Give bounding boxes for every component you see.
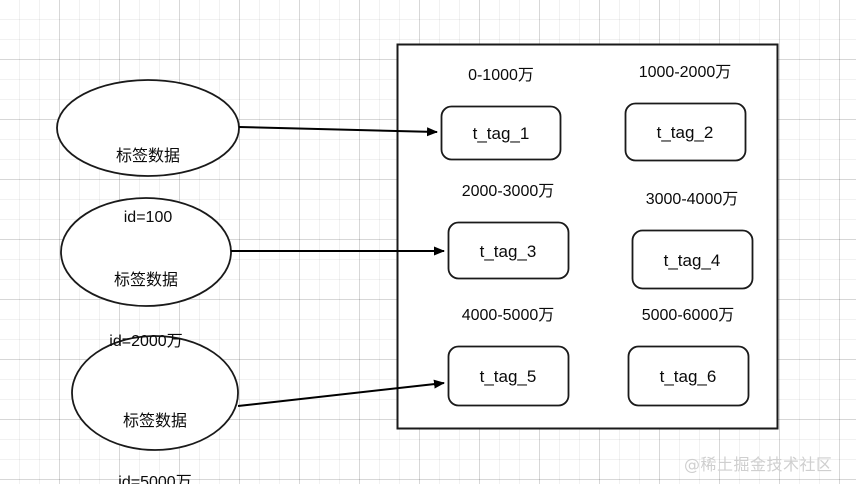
connector-arrow-3: [237, 379, 445, 407]
watermark-label: @稀土掘金技术社区: [684, 455, 833, 474]
source-ellipse-2[interactable]: [60, 197, 232, 307]
shard-box-1[interactable]: [440, 105, 562, 161]
shard-box-2[interactable]: [624, 102, 747, 162]
shard-box-5[interactable]: [447, 345, 570, 407]
connector-arrow-1: [238, 126, 438, 137]
shard-box-6[interactable]: [627, 345, 750, 407]
source-ellipse-3[interactable]: [71, 335, 239, 451]
shard-box-3[interactable]: [447, 221, 570, 280]
shard-box-4[interactable]: [631, 229, 754, 290]
source-ellipse-1[interactable]: [56, 79, 240, 177]
